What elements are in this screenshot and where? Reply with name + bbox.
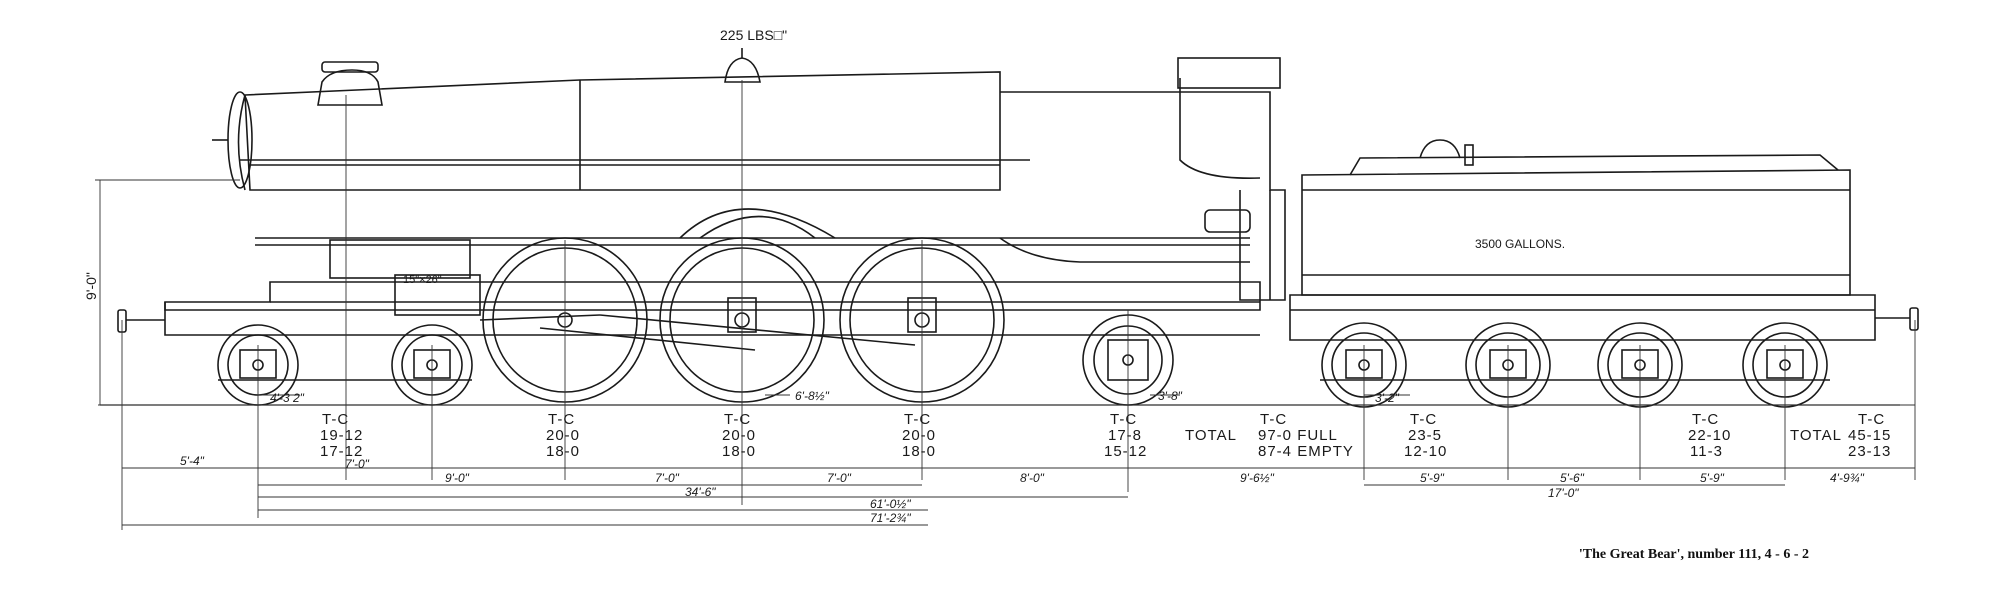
dim-71-2: 71'-2¾" xyxy=(870,511,911,525)
axle-weight-full: 20-0 xyxy=(722,427,756,444)
cylinder-size-label: 15"×26" xyxy=(403,274,442,286)
dim-4-2: 4'-3 2" xyxy=(270,391,305,405)
dim-6-8: 6'-8½" xyxy=(795,389,830,403)
dim-3-8: 3'-8" xyxy=(1158,389,1183,403)
dim-7-0-c: 7'-0" xyxy=(827,471,852,485)
running-board xyxy=(255,237,1250,279)
axle-weight-full: 19-12 xyxy=(320,427,363,444)
dim-7-0-a: 7'-0" xyxy=(345,457,370,471)
total-prefix: TOTAL xyxy=(1185,427,1237,444)
front-buffer xyxy=(117,309,165,333)
dim-9-6: 9'-6½" xyxy=(1240,471,1275,485)
axle-weight-full: 23-5 xyxy=(1408,427,1442,444)
smokebox-door xyxy=(212,91,253,189)
dim-8-0: 8'-0" xyxy=(1020,471,1045,485)
dim-4-9: 4'-9¾" xyxy=(1830,471,1865,485)
dim-5-9-b: 5'-9" xyxy=(1700,471,1725,485)
axle-weight-head: T-C xyxy=(548,411,575,428)
dim-61-0: 61'-0½" xyxy=(870,497,911,511)
dim-17-0: 17'-0" xyxy=(1548,486,1579,500)
tank-capacity-label: 3500 GALLONS. xyxy=(1475,237,1565,251)
total-head: T-C xyxy=(1260,411,1287,428)
axle-weight-4: T-C 20-0 18-0 xyxy=(902,411,936,460)
tender-frame xyxy=(1289,294,1919,341)
axle-weight-1: T-C 19-12 17-12 xyxy=(320,411,363,460)
axle-weight-head: T-C xyxy=(1410,411,1437,428)
axle-weight-empty: 18-0 xyxy=(902,443,936,460)
cylinder xyxy=(394,274,481,316)
axle-weight-head: T-C xyxy=(1110,411,1137,428)
axle-weight-full: 22-10 xyxy=(1688,427,1731,444)
drawing-caption: 'The Great Bear', number 111, 4 - 6 - 2 xyxy=(1578,547,1809,562)
total-full: 97-0 FULL xyxy=(1258,427,1338,444)
connecting-rod xyxy=(479,314,916,351)
dim-7-0-b: 7'-0" xyxy=(655,471,680,485)
axle-weight-empty: 17-12 xyxy=(320,443,363,460)
total-prefix: TOTAL xyxy=(1790,427,1842,444)
axle-weight-full: 20-0 xyxy=(902,427,936,444)
dim-9-0: 9'-0" xyxy=(445,471,470,485)
total-head: T-C xyxy=(1858,411,1885,428)
dim-5-9-a: 5'-9" xyxy=(1420,471,1445,485)
total-empty: 87-4 EMPTY xyxy=(1258,443,1354,460)
axle-weight-head: T-C xyxy=(1692,411,1719,428)
engine-frame xyxy=(164,281,1261,336)
axle-weight-full: 20-0 xyxy=(546,427,580,444)
axle-weight-5: T-C 17-8 15-12 xyxy=(1104,411,1147,460)
dim-34-6: 34'-6" xyxy=(685,485,716,499)
firebox xyxy=(1000,78,1261,179)
pressure-label: 225 LBS□" xyxy=(720,27,787,43)
engine-total-weight: TOTAL T-C 97-0 FULL 87-4 EMPTY xyxy=(1185,411,1354,460)
tender-tank xyxy=(1301,139,1851,296)
tender-total-weight: TOTAL T-C 45-15 23-13 xyxy=(1790,411,1891,460)
total-full: 45-15 xyxy=(1848,427,1891,444)
axle-weight-7: T-C 22-10 11-3 xyxy=(1688,411,1731,460)
axle-weight-empty: 11-3 xyxy=(1690,443,1723,460)
cab xyxy=(1177,57,1286,301)
dim-5-4: 5'-4" xyxy=(180,454,205,468)
chimney xyxy=(317,61,383,106)
axle-weight-6: T-C 23-5 12-10 xyxy=(1404,411,1447,460)
splasher xyxy=(679,208,836,239)
axle-weight-empty: 12-10 xyxy=(1404,443,1447,460)
axle-weight-empty: 15-12 xyxy=(1104,443,1147,460)
height-dimension: 9'-0" xyxy=(83,272,99,300)
axle-weight-empty: 18-0 xyxy=(722,443,756,460)
total-empty: 23-13 xyxy=(1848,443,1891,460)
dim-3-2: 3'-2" xyxy=(1375,391,1400,405)
axle-weight-head: T-C xyxy=(904,411,931,428)
dimension-lines xyxy=(95,80,1916,530)
axle-weight-full: 17-8 xyxy=(1108,427,1142,444)
axle-weight-2: T-C 20-0 18-0 xyxy=(546,411,580,460)
boiler xyxy=(237,71,1030,191)
axle-weight-head: T-C xyxy=(724,411,751,428)
axle-weight-empty: 18-0 xyxy=(546,443,580,460)
safety-valve xyxy=(724,48,761,83)
axle-weight-head: T-C xyxy=(322,411,349,428)
axle-weight-3: T-C 20-0 18-0 xyxy=(722,411,756,460)
dim-5-6: 5'-6" xyxy=(1560,471,1585,485)
